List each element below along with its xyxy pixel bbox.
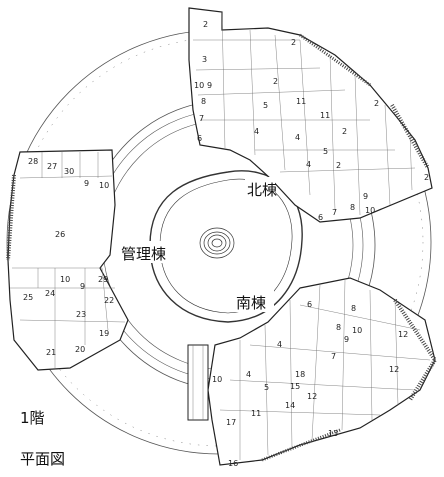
south-wing-block (207, 277, 438, 466)
room-number: 2 (342, 127, 347, 136)
room-number: 2 (336, 161, 341, 170)
room-number: 21 (46, 348, 56, 357)
room-number: 12 (398, 330, 408, 339)
room-number: 4 (254, 127, 259, 136)
room-number: 10 (99, 181, 109, 190)
room-number: 2 (291, 38, 296, 47)
room-number: 26 (55, 230, 65, 239)
room-number: 20 (75, 345, 85, 354)
room-number: 4 (246, 370, 251, 379)
room-number: 11 (320, 111, 330, 120)
room-number: 9 (80, 282, 85, 291)
room-number: 13 (328, 429, 338, 438)
floor-label: 1階 (20, 409, 45, 427)
room-number: 12 (389, 365, 399, 374)
room-number: 22 (104, 296, 114, 305)
room-number: 10 (60, 275, 70, 284)
room-number: 7 (331, 352, 336, 361)
room-number: 7 (332, 208, 337, 217)
room-number: 6 (307, 300, 312, 309)
room-number: 25 (23, 293, 33, 302)
room-number: 14 (285, 401, 295, 410)
admin-wing-label-bg (119, 241, 181, 263)
room-number: 4 (295, 133, 300, 142)
room-number: 8 (336, 323, 341, 332)
room-number: 15 (290, 382, 300, 391)
room-number: 10 (194, 81, 204, 90)
room-number: 24 (45, 289, 55, 298)
room-number: 9 (363, 192, 368, 201)
room-number: 6 (318, 213, 323, 222)
room-number: 2 (374, 99, 379, 108)
room-numbers: 2 3 10 9 8 7 6 2 2 5 11 11 2 2 4 4 5 4 2… (23, 20, 429, 468)
room-number: 10 (212, 375, 222, 384)
room-number: 10 (365, 206, 375, 215)
room-number: 9 (84, 179, 89, 188)
room-number: 9 (344, 335, 349, 344)
room-number: 5 (264, 383, 269, 392)
north-wing-block (188, 7, 433, 223)
room-number: 17 (226, 418, 236, 427)
room-number: 12 (307, 392, 317, 401)
room-number: 30 (64, 167, 74, 176)
room-number: 8 (201, 97, 206, 106)
plan-label: 平面図 (20, 450, 66, 468)
room-number: 7 (199, 114, 204, 123)
room-number: 18 (295, 370, 305, 379)
south-wing-label: 南棟 (236, 294, 266, 312)
room-number: 2 (424, 173, 429, 182)
room-number: 27 (47, 162, 57, 171)
room-number: 10 (352, 326, 362, 335)
room-number: 2 (203, 20, 208, 29)
courtyard-tree (199, 227, 235, 259)
admin-wing-label: 管理棟 (121, 245, 166, 263)
south-wing-label-bg (234, 290, 274, 312)
room-number: 11 (296, 97, 306, 106)
room-number: 8 (350, 203, 355, 212)
room-number: 4 (277, 340, 282, 349)
room-number: 2 (273, 77, 278, 86)
south-passage (187, 344, 209, 421)
room-number: 23 (76, 310, 86, 319)
room-number: 6 (197, 134, 202, 143)
room-number: 9 (207, 81, 212, 90)
room-number: 3 (202, 55, 207, 64)
room-number: 29 (98, 275, 108, 284)
room-number: 4 (306, 160, 311, 169)
room-number: 5 (323, 147, 328, 156)
room-number: 19 (99, 329, 109, 338)
north-wing-label: 北棟 (247, 181, 277, 199)
room-number: 16 (228, 459, 238, 468)
room-number: 28 (28, 157, 38, 166)
admin-wing-block (6, 149, 129, 371)
room-number: 5 (263, 101, 268, 110)
room-number: 8 (351, 304, 356, 313)
north-wing-label-bg (245, 177, 275, 199)
room-number: 11 (251, 409, 261, 418)
